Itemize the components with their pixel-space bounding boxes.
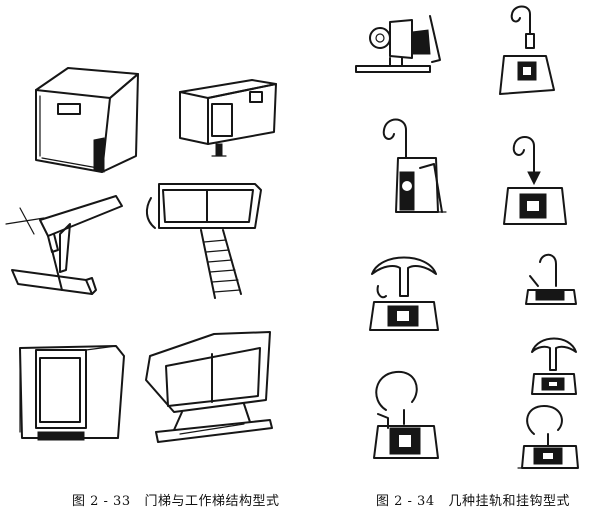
anchor-hook-small-6-illustration: [526, 330, 581, 400]
container-door-front-illustration: [28, 60, 148, 180]
container-small-rear-illustration: [172, 74, 282, 164]
figure-title-right: 几种挂轨和挂钩型式: [448, 494, 571, 509]
figure-number-left: 图 2 - 33: [72, 494, 131, 509]
beam-ladder-bracket-illustration: [0, 190, 125, 305]
hook-clamp-7-illustration: [366, 368, 446, 463]
container-on-frame-illustration: [140, 322, 280, 454]
figure-title-left: 门梯与工作梯结构型式: [144, 494, 280, 509]
hook-rail-1-illustration: [490, 4, 560, 99]
rail-roller-trolley-illustration: [350, 10, 445, 80]
container-work-ladder-illustration: [145, 178, 265, 303]
figure-caption-left: 图 2 - 33 门梯与工作梯结构型式: [72, 490, 280, 509]
hook-clamp-2-illustration: [376, 112, 451, 222]
container-open-door-illustration: [12, 328, 130, 446]
hook-small-5-illustration: [520, 246, 580, 311]
hook-rail-3-illustration: [500, 128, 570, 228]
figure-number-right: 图 2 - 34: [376, 494, 435, 509]
figure-caption-right: 图 2 - 34 几种挂轨和挂钩型式: [376, 490, 570, 509]
anchor-hook-4-illustration: [364, 246, 444, 336]
hook-clamp-8-illustration: [516, 404, 586, 474]
